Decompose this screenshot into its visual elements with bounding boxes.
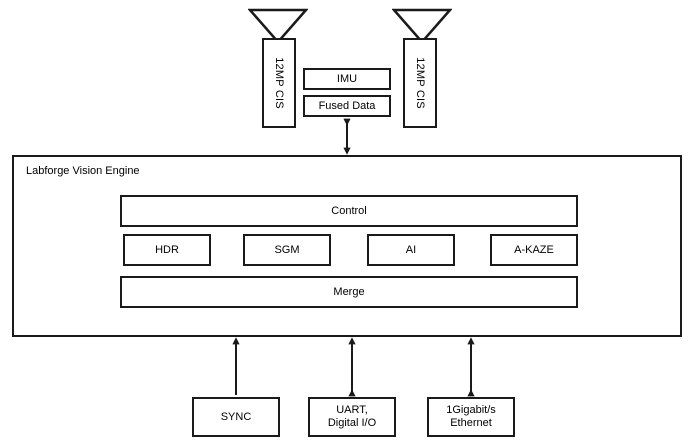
left-camera-lens-icon	[248, 8, 308, 44]
right-camera-lens-icon	[392, 8, 452, 44]
ethernet-block[interactable]: 1Gigabit/s Ethernet	[427, 397, 515, 437]
module-akaze[interactable]: A-KAZE	[490, 234, 578, 266]
module-sgm[interactable]: SGM	[243, 234, 331, 266]
imu-block[interactable]: IMU	[303, 68, 391, 90]
merge-block[interactable]: Merge	[120, 276, 578, 308]
fused-data-block[interactable]: Fused Data	[303, 95, 391, 117]
module-ai[interactable]: AI	[367, 234, 455, 266]
module-hdr[interactable]: HDR	[123, 234, 211, 266]
right-camera-label: 12MP CIS	[414, 57, 426, 109]
engine-title: Labforge Vision Engine	[26, 165, 140, 177]
labforge-vision-engine-container[interactable]: Labforge Vision Engine	[12, 155, 682, 337]
left-camera-sensor[interactable]: 12MP CIS	[262, 38, 296, 128]
control-block[interactable]: Control	[120, 195, 578, 227]
left-camera-label: 12MP CIS	[273, 57, 285, 109]
right-camera-sensor[interactable]: 12MP CIS	[403, 38, 437, 128]
sync-block[interactable]: SYNC	[192, 397, 280, 437]
uart-digital-io-block[interactable]: UART, Digital I/O	[308, 397, 396, 437]
